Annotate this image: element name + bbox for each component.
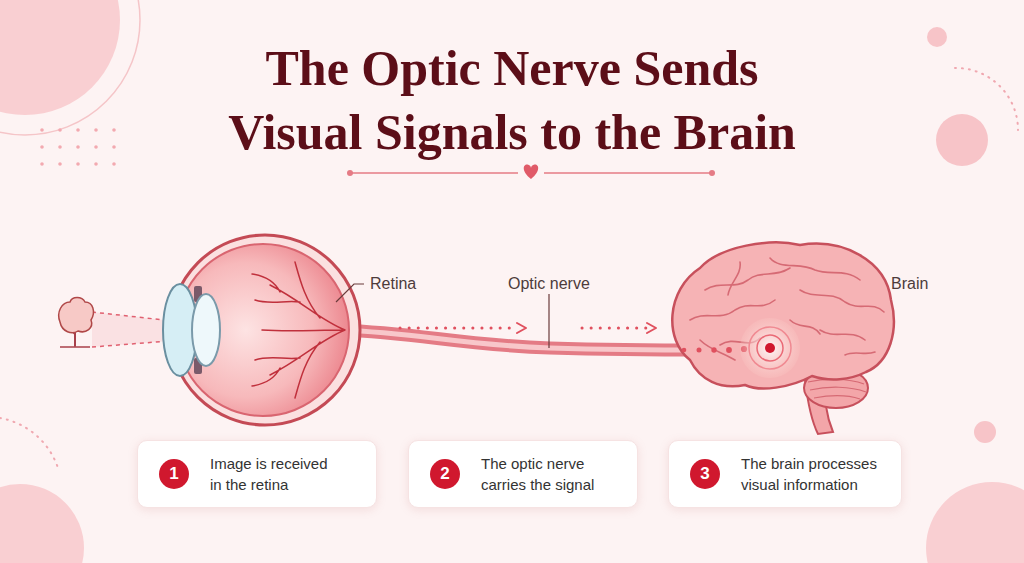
number-circle [690,459,720,489]
decor-circle [936,114,988,166]
lens [192,294,220,366]
step-text: Image is received in the retina [210,453,338,495]
ground-line [60,346,90,348]
step-text: The brain processes visual information [741,453,887,495]
signal-dot [711,347,716,352]
divider-dot [709,170,715,176]
divider-line [350,172,518,174]
divider-heart [524,164,538,179]
decor-circle [0,484,84,563]
callout-number: 3 [690,459,720,489]
step-card: Image is received in the retina 1 [137,440,377,508]
decor-circle [926,482,1024,563]
target-ring [757,335,783,361]
number-circle [159,459,189,489]
eye-sclera [170,235,360,425]
signal-dots [582,327,646,330]
decor-arc [955,68,1018,130]
blood-vessels [252,262,345,398]
callout-number: 1 [159,459,189,489]
signal-dot [682,348,687,353]
part-label: Retina [370,274,416,294]
callout-number-text: 3 [690,459,720,489]
arrow-head [517,323,526,333]
decor-circle [0,0,120,115]
decor-ring [0,0,140,135]
cerebrum [672,243,894,389]
leader-line [548,294,549,348]
divider-line [544,172,712,174]
eye-retina [177,244,349,416]
title: The Optic Nerve Sends Visual Signals to … [132,36,892,164]
signal-dot [697,348,702,353]
signal-dot [726,347,732,353]
target-ring [749,327,791,369]
leader-line [336,284,364,302]
callout-number-text: 2 [430,459,460,489]
part-label: Optic nerve [508,274,590,294]
decor-circle [927,27,947,47]
step-card: The brain processes visual information 3 [668,440,902,508]
decor-arc [0,418,58,468]
callout-number: 2 [430,459,460,489]
part-label: Brain [891,274,928,294]
step-card: The optic nerve carries the signal 2 [408,440,638,508]
target-glow [740,318,800,378]
cerebellum-folds [808,379,866,399]
tree-canopy [59,298,94,333]
arrow-head [647,323,656,333]
decor-dots [40,128,130,173]
number-circle [430,459,460,489]
step-text: The optic nerve carries the signal [481,453,613,495]
target-center [765,343,775,353]
divider-dot [347,170,353,176]
callout-number-text: 1 [159,459,189,489]
decor-circle [974,421,996,443]
signal-dots [400,327,516,330]
